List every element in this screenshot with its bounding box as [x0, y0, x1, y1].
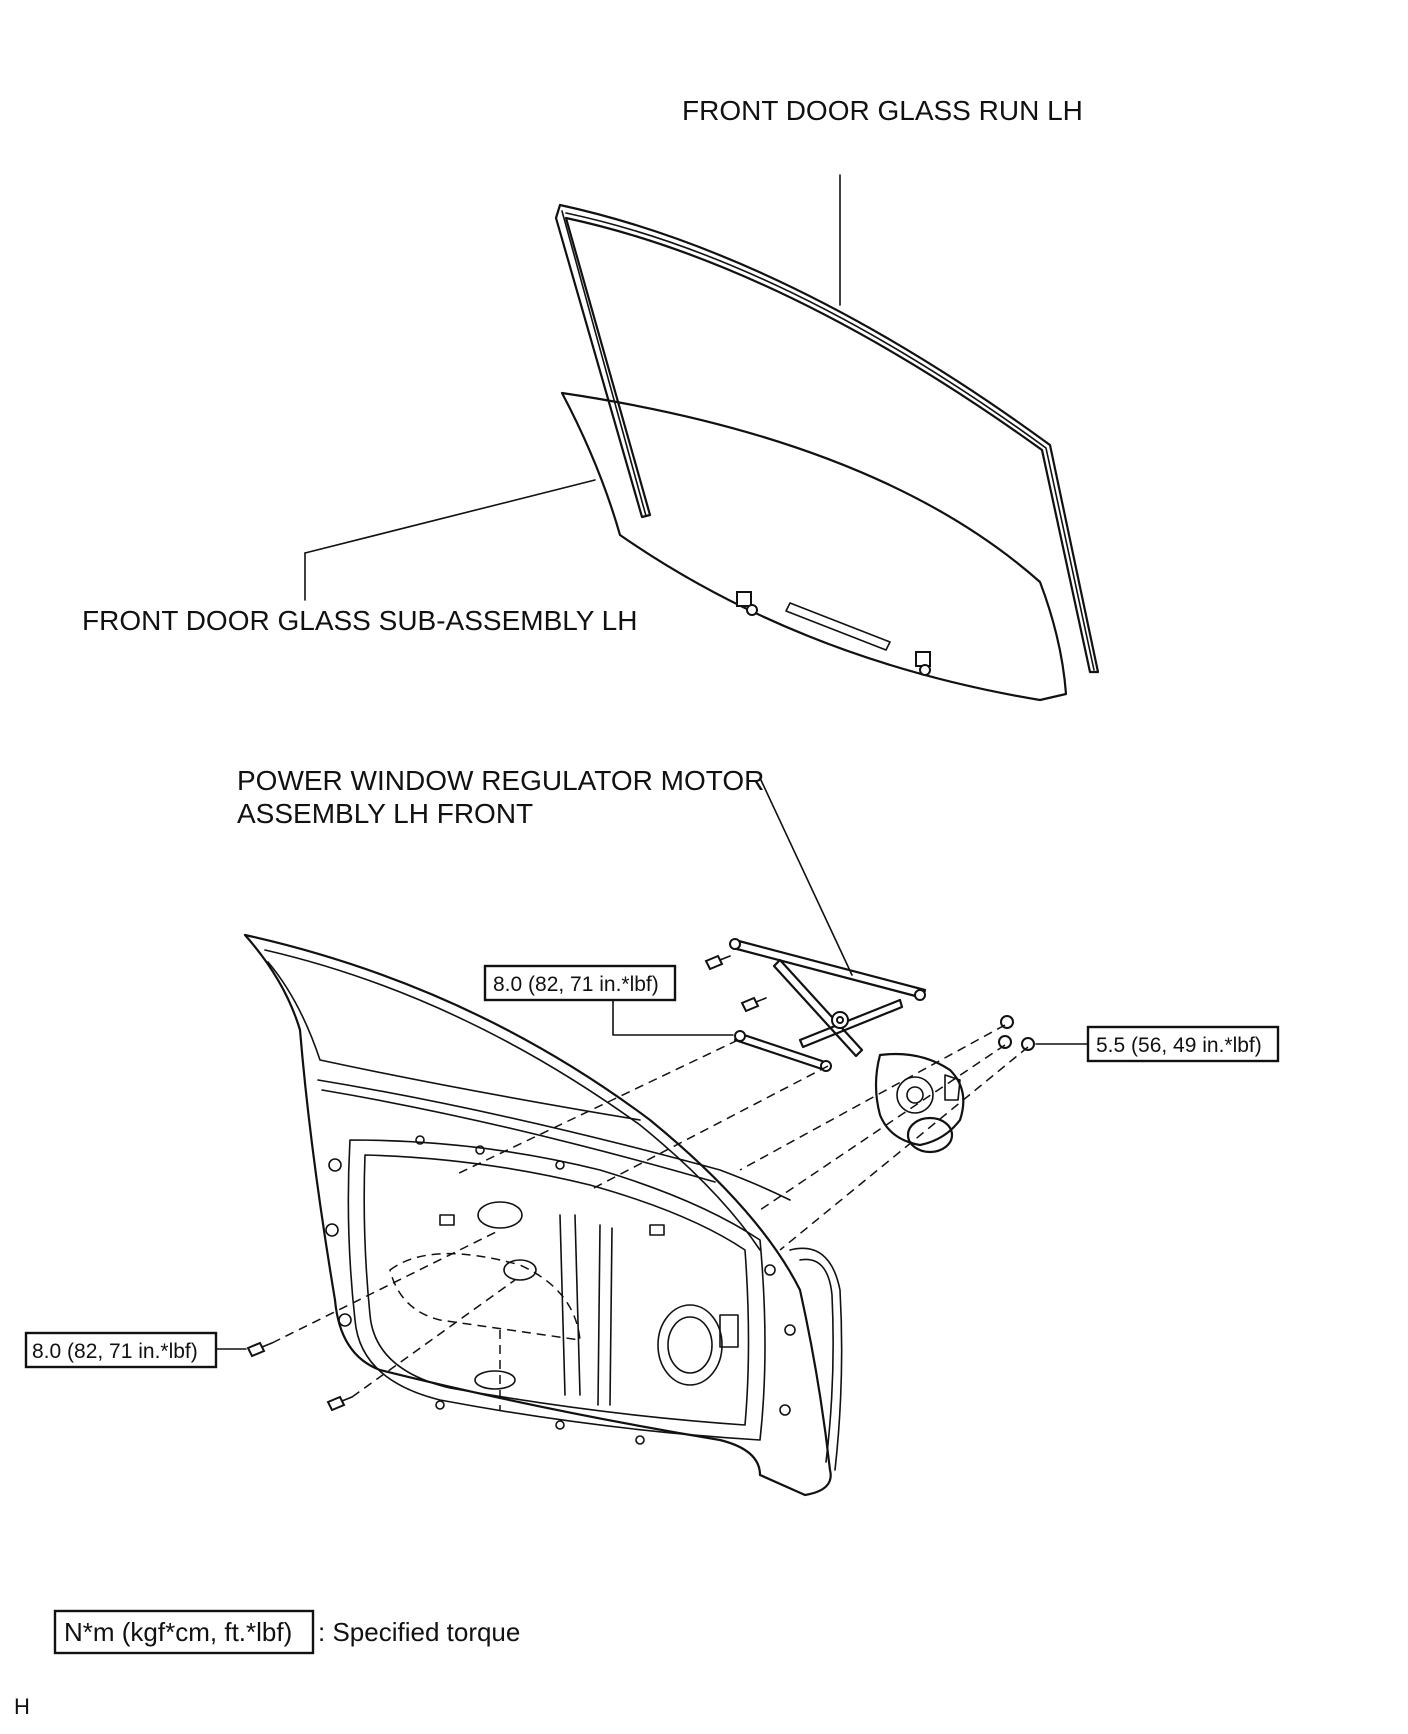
bolts	[246, 954, 1035, 1412]
bolt-regulator-lower	[740, 996, 767, 1013]
bolt-motor-2	[998, 1035, 1012, 1049]
torque-motor-text: 5.5 (56, 49 in.*lbf)	[1096, 1034, 1262, 1057]
torque-regulator-text: 8.0 (82, 71 in.*lbf)	[493, 973, 659, 996]
bolt-regulator-upper	[704, 954, 731, 971]
bolt-motor-3	[1021, 1037, 1035, 1051]
legend-meaning-text: : Specified torque	[318, 1617, 520, 1647]
front-door-glass	[560, 391, 1068, 702]
torque-door-text: 8.0 (82, 71 in.*lbf)	[32, 1340, 198, 1363]
legend-unit-text: N*m (kgf*cm, ft.*lbf)	[64, 1617, 292, 1647]
front-door-glass-run	[554, 203, 1100, 674]
assembly-lines	[271, 1024, 1029, 1398]
torque-callout-motor: 5.5 (56, 49 in.*lbf)	[1086, 1025, 1280, 1063]
label-glass-run: FRONT DOOR GLASS RUN LH	[682, 95, 1083, 126]
front-door-panel	[243, 933, 843, 1497]
leader-lines	[215, 174, 1091, 1350]
label-regulator-line1: POWER WINDOW REGULATOR MOTOR	[237, 765, 764, 796]
bolt-door-2	[326, 1395, 353, 1412]
label-regulator-line2: ASSEMBLY LH FRONT	[237, 798, 533, 829]
torque-legend: N*m (kgf*cm, ft.*lbf) : Specified torque	[53, 1609, 520, 1655]
bolt-door-1	[246, 1341, 273, 1358]
label-glass: FRONT DOOR GLASS SUB-ASSEMBLY LH	[82, 605, 637, 636]
power-window-regulator	[729, 938, 965, 1154]
torque-callout-door: 8.0 (82, 71 in.*lbf)	[24, 1331, 218, 1369]
corner-mark: H	[14, 1694, 30, 1719]
torque-callout-regulator: 8.0 (82, 71 in.*lbf)	[483, 964, 677, 1002]
